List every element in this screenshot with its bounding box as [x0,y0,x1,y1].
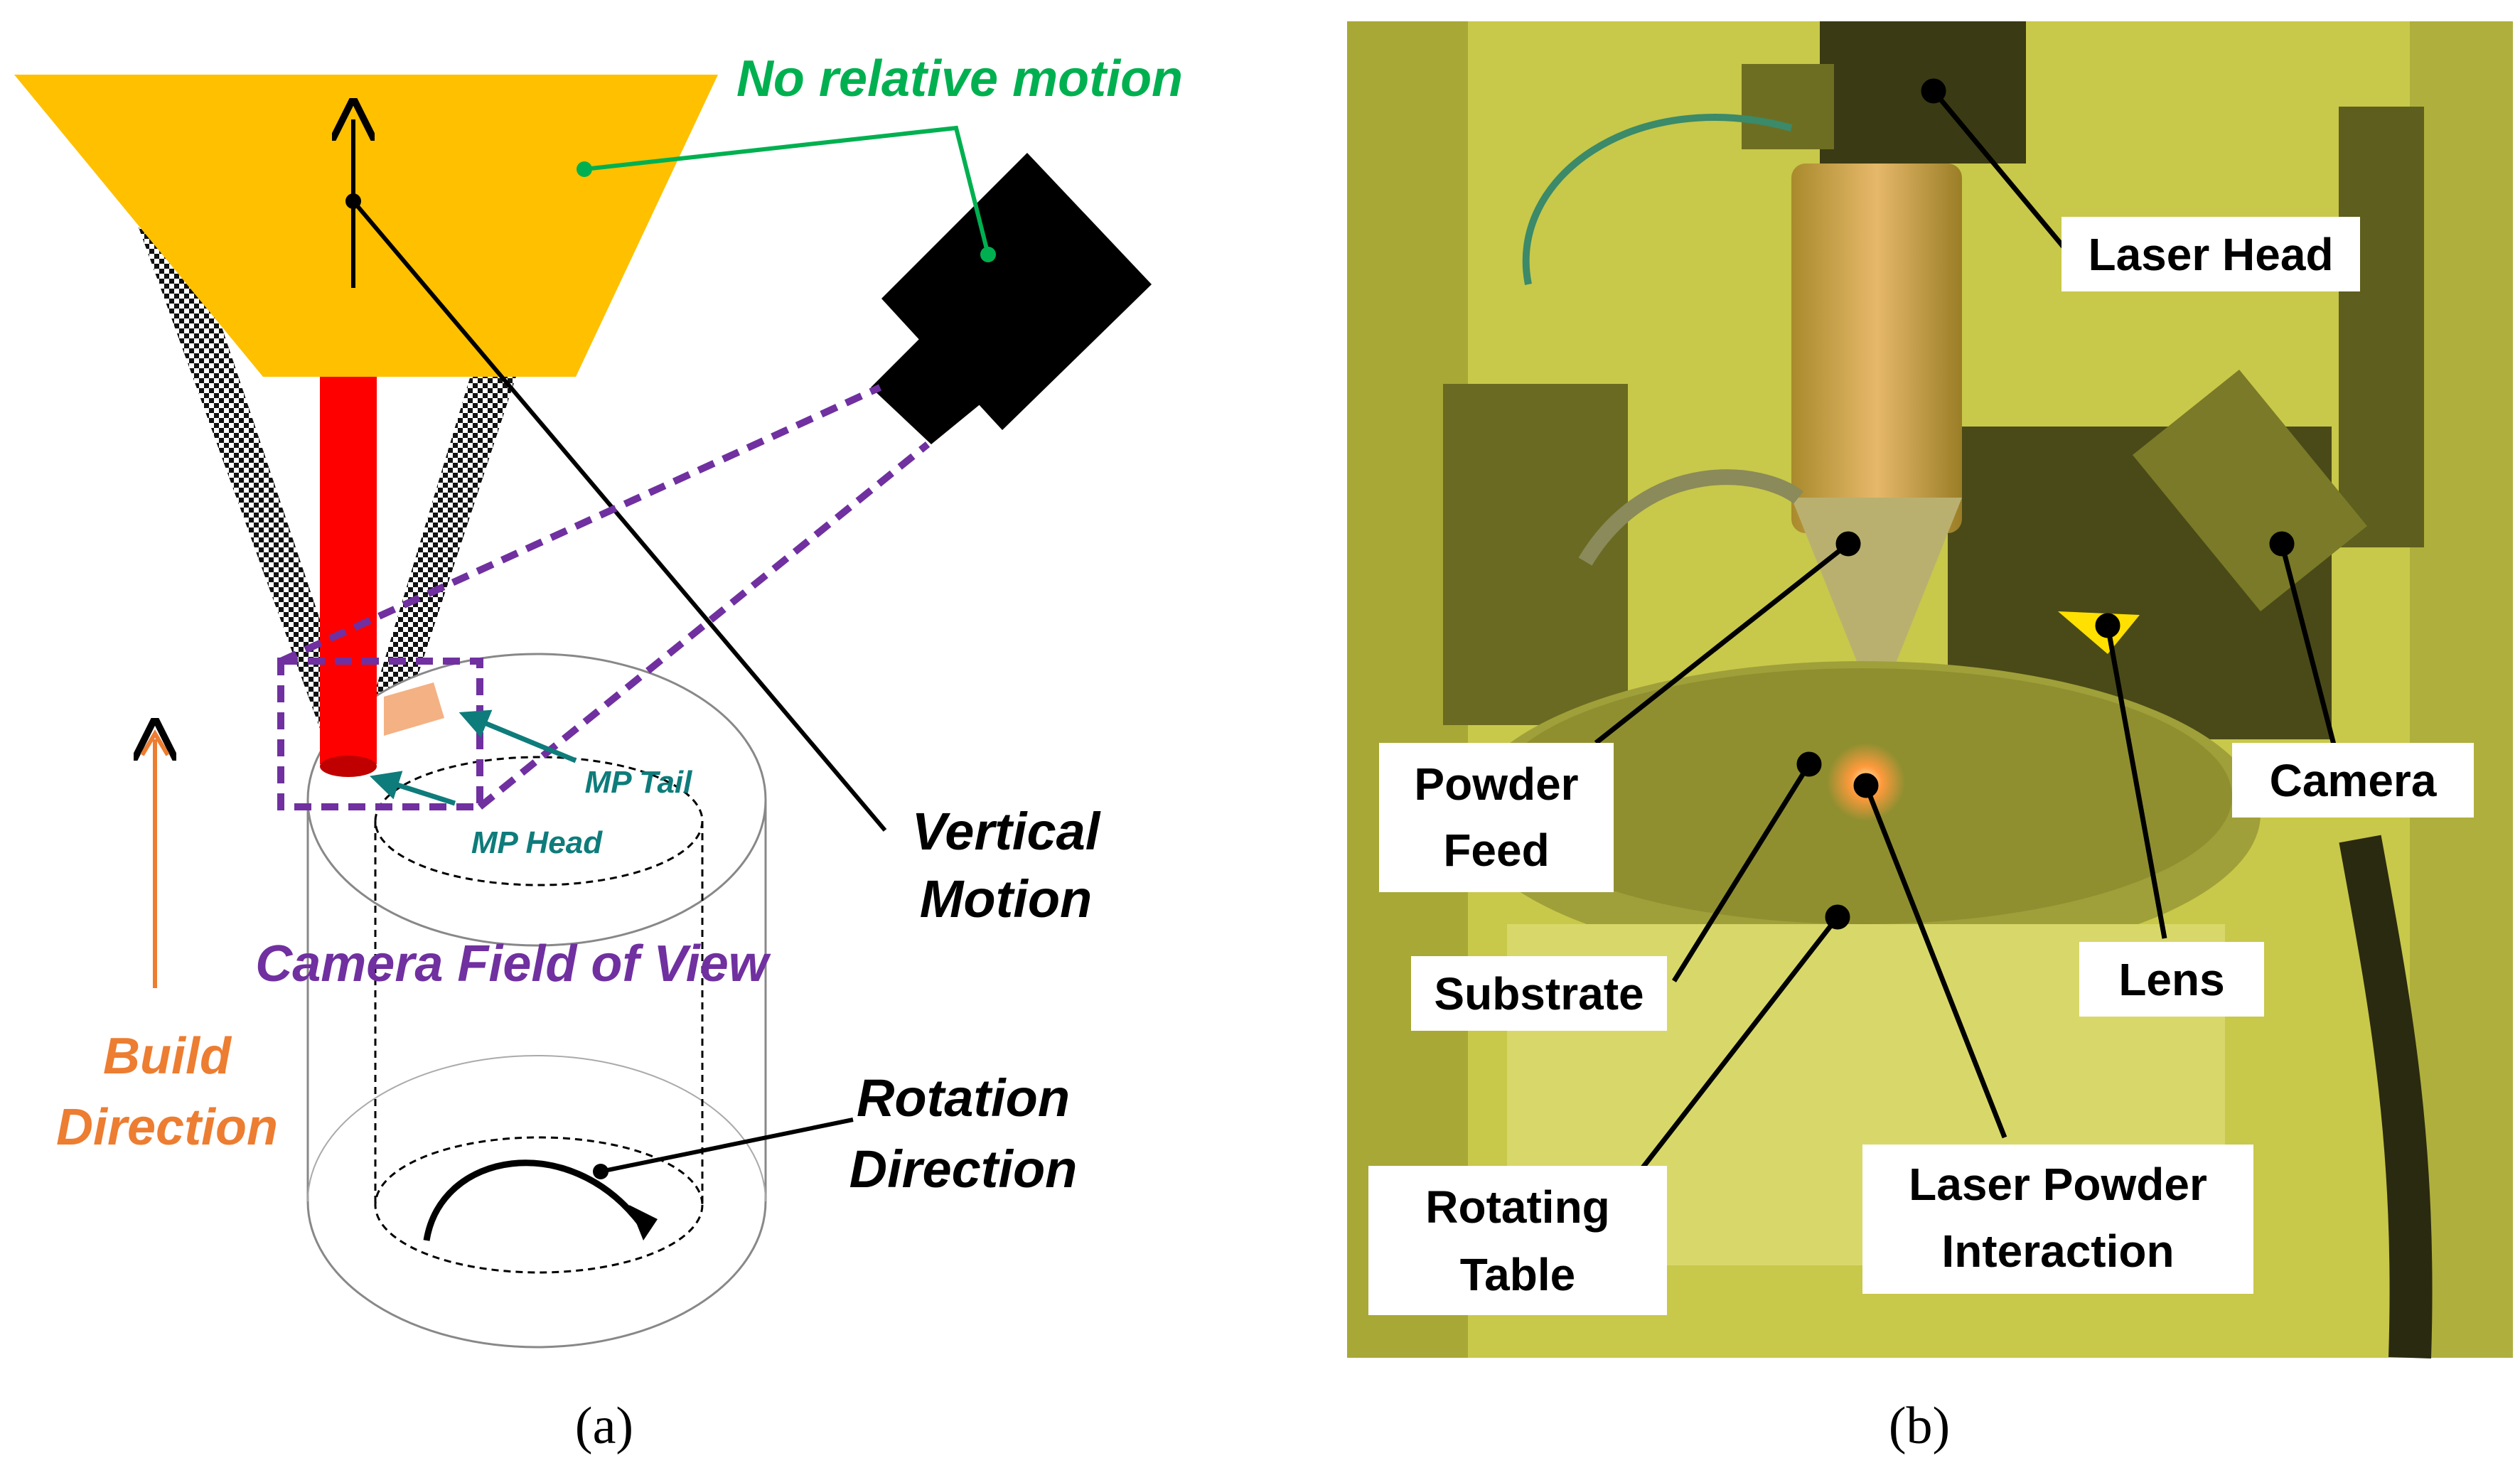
label-substrate: Substrate [1434,968,1644,1019]
label-rotating-table-1: Rotating [1425,1181,1610,1233]
melt-pool [320,756,377,777]
label-powder-feed-1: Powder [1414,759,1578,810]
photo-leaders [1594,78,2338,1175]
mp-tail-arrow [459,709,577,763]
laser-head-shape [1791,164,1962,533]
label-powder-feed-2: Feed [1443,825,1549,876]
panel-b-photo: Laser Head Powder Feed Camera Substrate … [1347,21,2513,1455]
powder-stream-left [139,227,370,768]
label-rotation-direction-2: Direction [849,1140,1078,1199]
caption-b: (b) [1889,1397,1950,1455]
caption-a: (a) [575,1397,633,1455]
label-laser-powder-2: Interaction [1941,1226,2174,1277]
mp-head-arrow [369,771,456,806]
laser-beam [320,377,377,764]
melt-pool-tail [384,682,444,736]
camera-lens-icon [871,313,1009,444]
no-relative-motion-leader [584,125,990,255]
rotation-arrow [423,1159,643,1241]
label-rotation-direction-1: Rotation [857,1068,1070,1127]
fov-line-upper [279,384,882,665]
label-rotating-table-2: Table [1460,1249,1575,1300]
rotation-leader [600,1118,854,1174]
label-vertical-motion-1: Vertical [912,802,1101,861]
label-mp-tail: MP Tail [585,765,693,800]
label-camera: Camera [2270,755,2437,806]
nozzle-body [14,75,718,377]
label-lens: Lens [2118,954,2224,1005]
label-no-relative-motion: No relative motion [736,50,1183,107]
photo-label-boxes [1368,217,2474,1315]
vertical-motion-leader [351,200,887,832]
label-mp-head: MP Head [471,825,603,860]
panel-a-diagram: No relative motion Vertical Motion MP Ta… [14,50,1183,1455]
label-camera-fov: Camera Field of View [255,936,771,992]
label-build-direction-2: Direction [56,1099,278,1156]
label-vertical-motion-2: Motion [920,869,1092,928]
build-cylinder [306,653,767,1349]
label-laser-head: Laser Head [2088,229,2333,280]
label-laser-powder-1: Laser Powder [1909,1159,2207,1210]
fov-line-lower [477,441,931,810]
label-build-direction-1: Build [103,1028,232,1085]
